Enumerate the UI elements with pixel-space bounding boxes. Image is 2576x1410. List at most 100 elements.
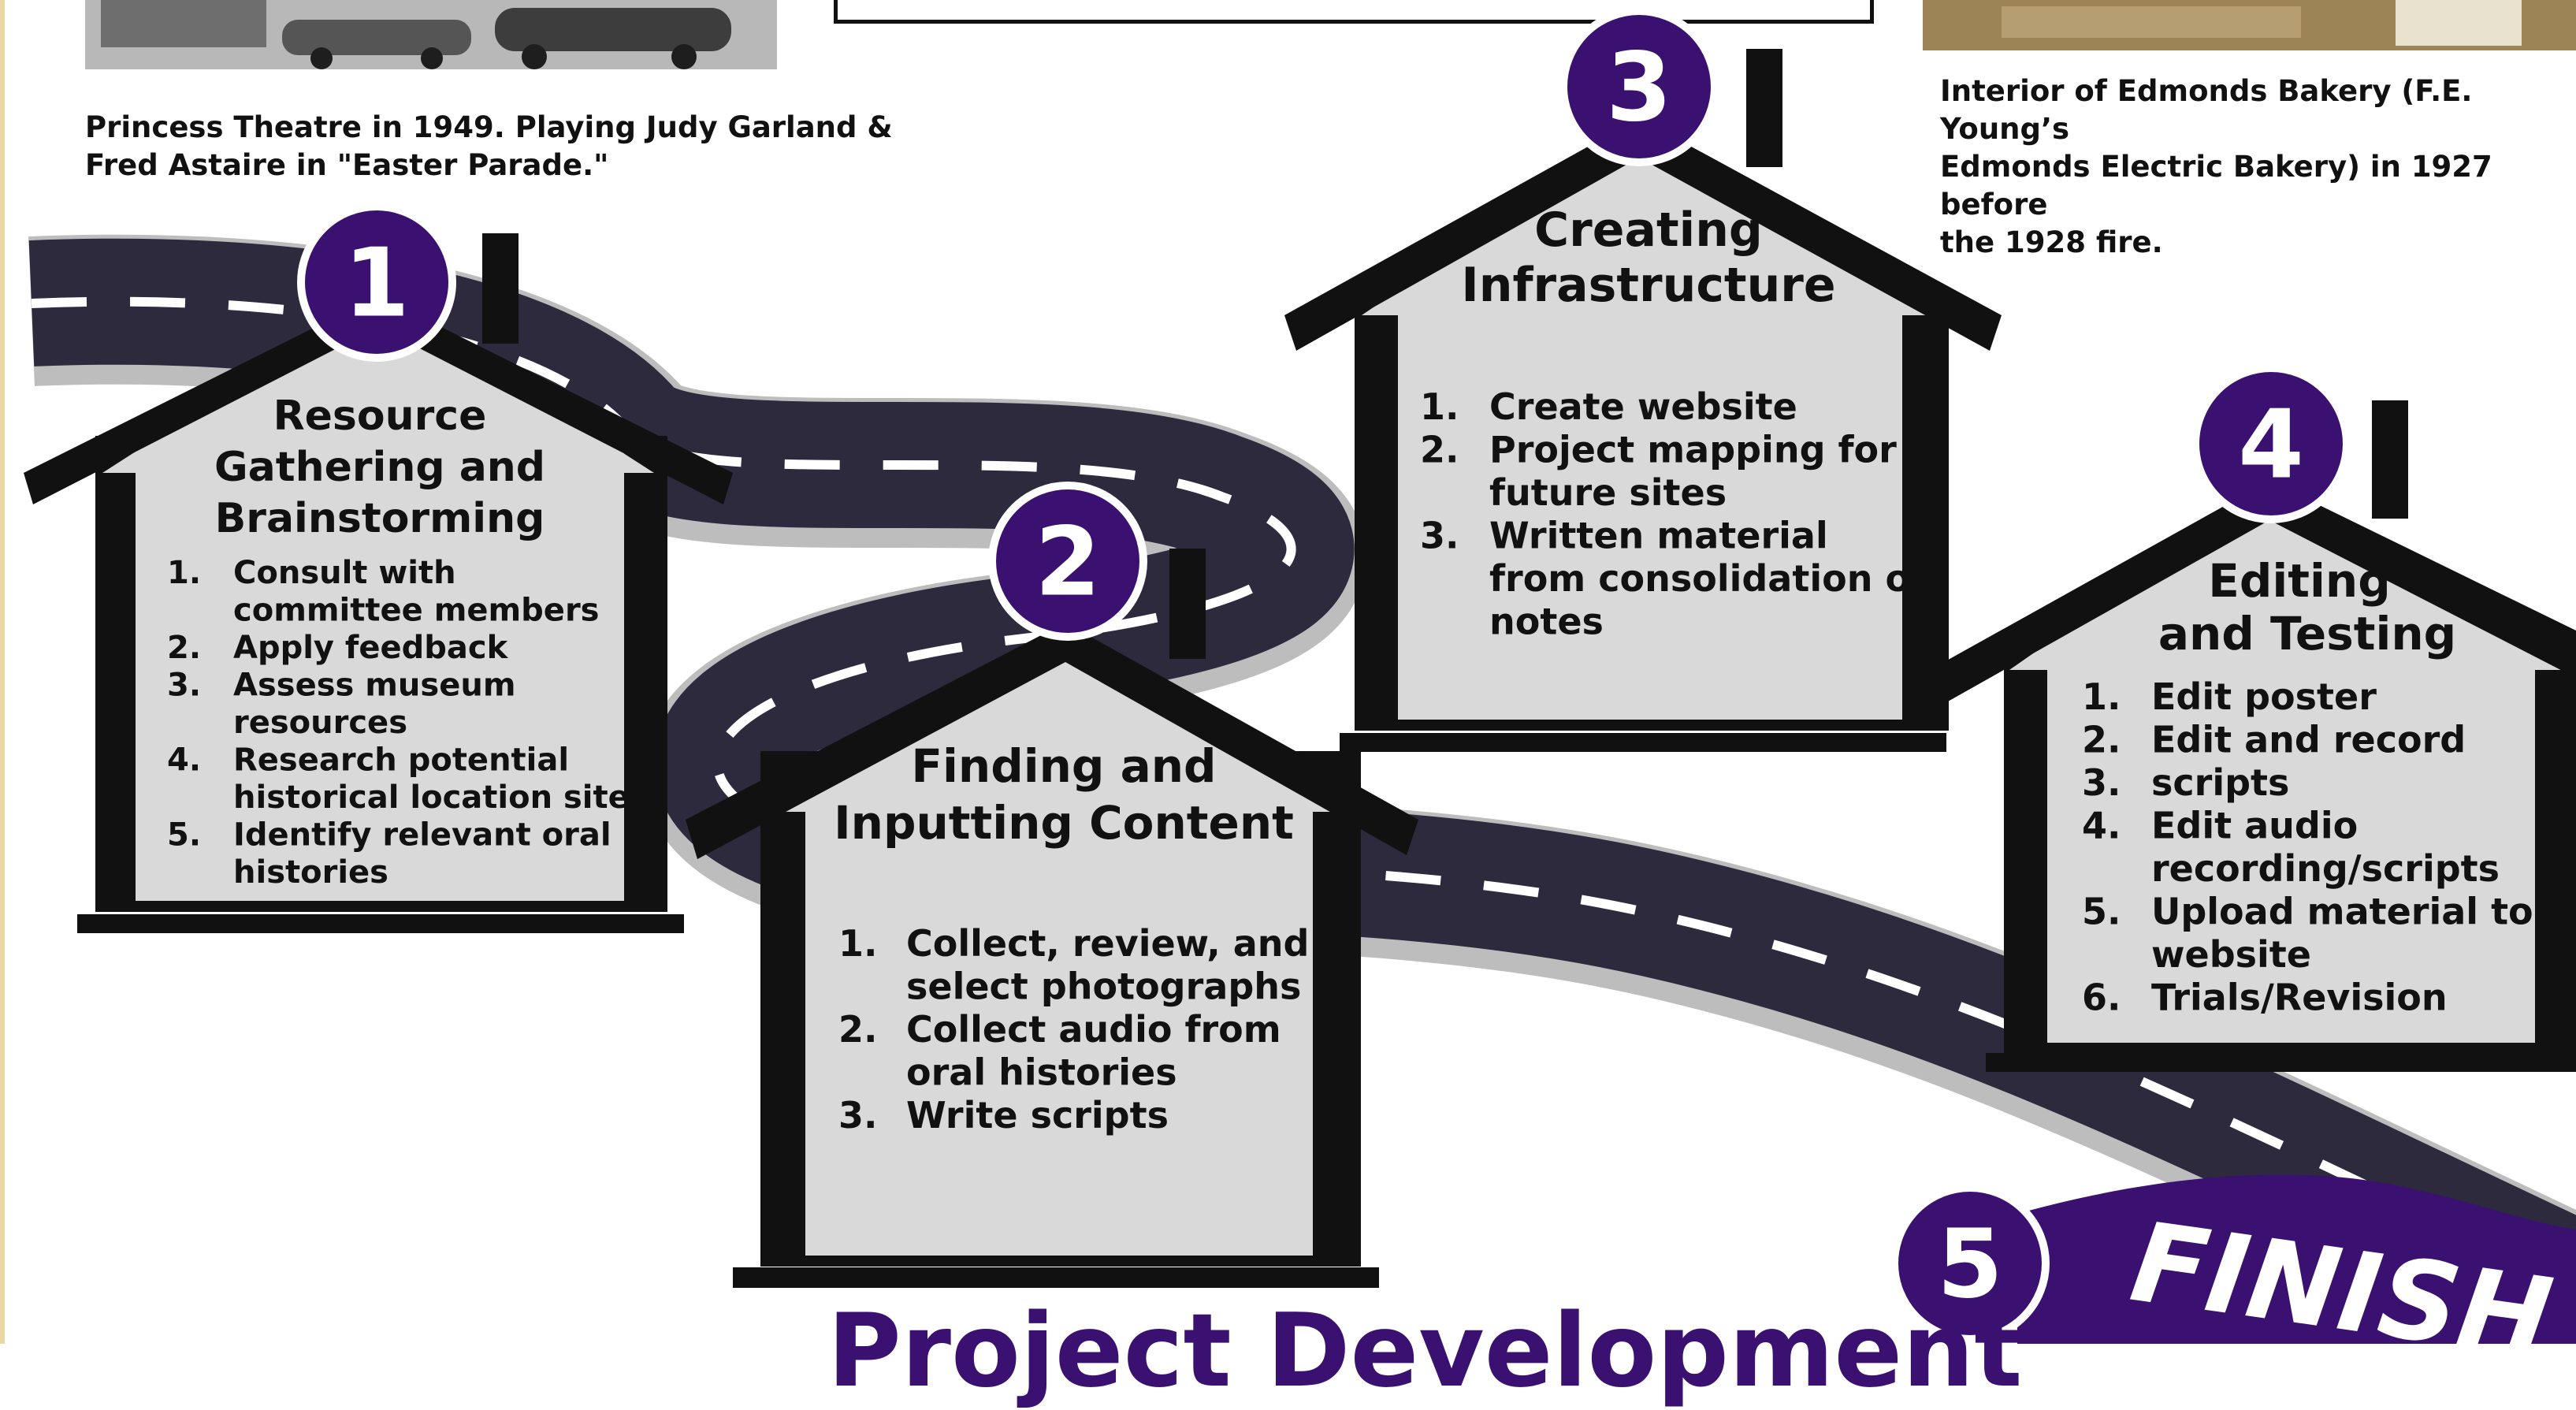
step-1-base [77, 914, 684, 933]
step-1-chimney [482, 233, 519, 344]
step-3-title-line-1: Creating [1534, 203, 1763, 258]
step-3-item-text: Written material [1489, 515, 1828, 557]
step-4-item-text: website [2151, 933, 2311, 976]
step-4-item-number: 5. [2082, 891, 2121, 933]
step-2-title-line-2: Inputting Content [834, 796, 1294, 850]
edmonds-bakery-photo [1923, 0, 2576, 50]
step-4-house: 4 Editing and Testing 1. Edit poster 2. Edi… [1937, 364, 2576, 1072]
step-1-title-line-3: Brainstorming [215, 495, 545, 542]
step-3-gable [1362, 126, 1942, 315]
step-2-item-text: oral histories [906, 1051, 1177, 1094]
step-4-left-wall [2006, 638, 2047, 1048]
step-1-item-number: 2. [167, 630, 201, 666]
step-3-item-number: 3. [1420, 515, 1459, 557]
finish-banner: 5 FINISH [1890, 1174, 2576, 1344]
step-3-item-text: Create website [1489, 385, 1797, 428]
step-3-right-wall [1902, 299, 1943, 725]
step-4-item-number: 2. [2082, 719, 2121, 761]
step-2-roof [686, 623, 1418, 859]
step-1-item-text: Research potential [233, 742, 569, 779]
step-2-item-text: Collect, review, and [906, 922, 1309, 965]
photo-caption-right: Interior of Edmonds Bakery (F.E. Young’s… [1940, 74, 2492, 259]
step-3-item-text: future sites [1489, 471, 1727, 514]
step-4-chimney [2372, 400, 2408, 519]
step-3-chimney [1746, 49, 1782, 167]
step-4-item-number: 1. [2082, 675, 2121, 718]
step-1-house-body [95, 436, 667, 912]
step-4-title-line-1: Editing [2208, 554, 2390, 608]
step-4-item-number: 6. [2082, 977, 2121, 1019]
step-3-item-text: from consolidation of [1489, 557, 1927, 600]
step-4-title-line-2: and Testing [2158, 607, 2456, 660]
step-1-item-text: historical location sites [233, 779, 649, 816]
step-1-right-wall [624, 441, 662, 906]
poster-footer-title: Project Development [827, 1293, 2023, 1410]
left-border-rule [0, 0, 5, 1344]
step-2-item-number: 3. [838, 1094, 877, 1137]
step-2-right-wall [1313, 757, 1355, 1261]
step-1-item-number: 5. [167, 817, 201, 854]
step-4-item-text: Edit poster [2151, 675, 2377, 718]
step-2-item-text: select photographs [906, 965, 1301, 1008]
step-4-roof [1937, 481, 2576, 701]
step-4-item-text: recording/scripts [2151, 847, 2500, 890]
step-1-left-wall [98, 441, 136, 906]
finish-badge [1890, 1184, 2050, 1343]
step-4-list: 1. Edit poster 2. Edit and record 3. scripts 4… [2082, 675, 2533, 1019]
step-3-title-line-2: Infrastructure [1461, 258, 1835, 313]
step-4-base [1986, 1053, 2576, 1072]
step-4-badge [2191, 364, 2351, 523]
step-2-base [733, 1267, 1379, 1288]
step-2-gable [766, 631, 1355, 812]
step-3-item-text: Project mapping for [1489, 429, 1897, 471]
step-2-house: 2 Finding and Inputting Content 1. Collec… [686, 482, 1418, 1288]
step-4-item-number: 4. [2082, 805, 2121, 847]
step-2-item-text: Write scripts [906, 1094, 1169, 1137]
roadmap-diagram: 1 Resource Gathering and Brainstorming 1… [24, 7, 2576, 1344]
step-3-left-wall [1357, 299, 1398, 725]
step-1-title-line-1: Resource [273, 392, 487, 440]
step-4-item-text: Trials/Revision [2151, 977, 2448, 1019]
step-1-item-text: Identify relevant oral [233, 817, 611, 854]
step-3-item-number: 1. [1420, 385, 1459, 428]
step-4-item-number: 3. [2082, 761, 2121, 804]
step-2-item-number: 1. [838, 922, 877, 965]
step-4-item-text: scripts [2151, 761, 2289, 804]
step-4-gable [2009, 489, 2576, 670]
step-1-title-line-2: Gathering and [214, 444, 545, 491]
step-4-right-wall [2535, 638, 2576, 1048]
finish-number: 5 [1937, 1211, 2003, 1320]
step-1-item-text: committee members [233, 593, 599, 629]
step-3-item-text: notes [1489, 601, 1604, 643]
step-1-number: 1 [344, 229, 410, 339]
step-1-item-number: 1. [167, 555, 201, 591]
step-1-item-text: Assess museum [233, 668, 516, 704]
step-4-number: 4 [2238, 391, 2304, 500]
step-3-house: 3 Creating Infrastructure 1. Create websi… [1284, 7, 2002, 752]
step-1-item-number: 3. [167, 668, 201, 704]
step-2-number: 2 [1035, 508, 1101, 618]
step-2-badge [988, 482, 1147, 641]
finish-ribbon [2017, 1174, 2576, 1344]
step-3-base [1340, 733, 1946, 752]
step-1-item-text: histories [233, 854, 388, 891]
step-2-chimney [1169, 549, 1206, 659]
princess-theatre-photo [85, 0, 777, 69]
photo-caption-left: Princess Theatre in 1949. Playing Judy G… [85, 110, 893, 182]
step-1-house: 1 Resource Gathering and Brainstorming 1… [24, 203, 733, 933]
step-3-badge [1559, 7, 1719, 166]
step-4-item-text: Edit audio [2151, 805, 2358, 847]
step-2-item-number: 2. [838, 1008, 877, 1051]
step-4-item-text: Edit and record [2151, 719, 2466, 761]
step-1-gable [102, 296, 654, 473]
step-2-left-wall [763, 757, 805, 1261]
step-1-item-text: Consult with [233, 555, 456, 591]
step-1-item-text: Apply feedback [233, 630, 509, 666]
step-2-title-line-1: Finding and [911, 739, 1216, 793]
step-1-item-text: resources [233, 705, 407, 741]
step-3-number: 3 [1606, 34, 1672, 143]
step-1-item-number: 4. [167, 742, 201, 779]
